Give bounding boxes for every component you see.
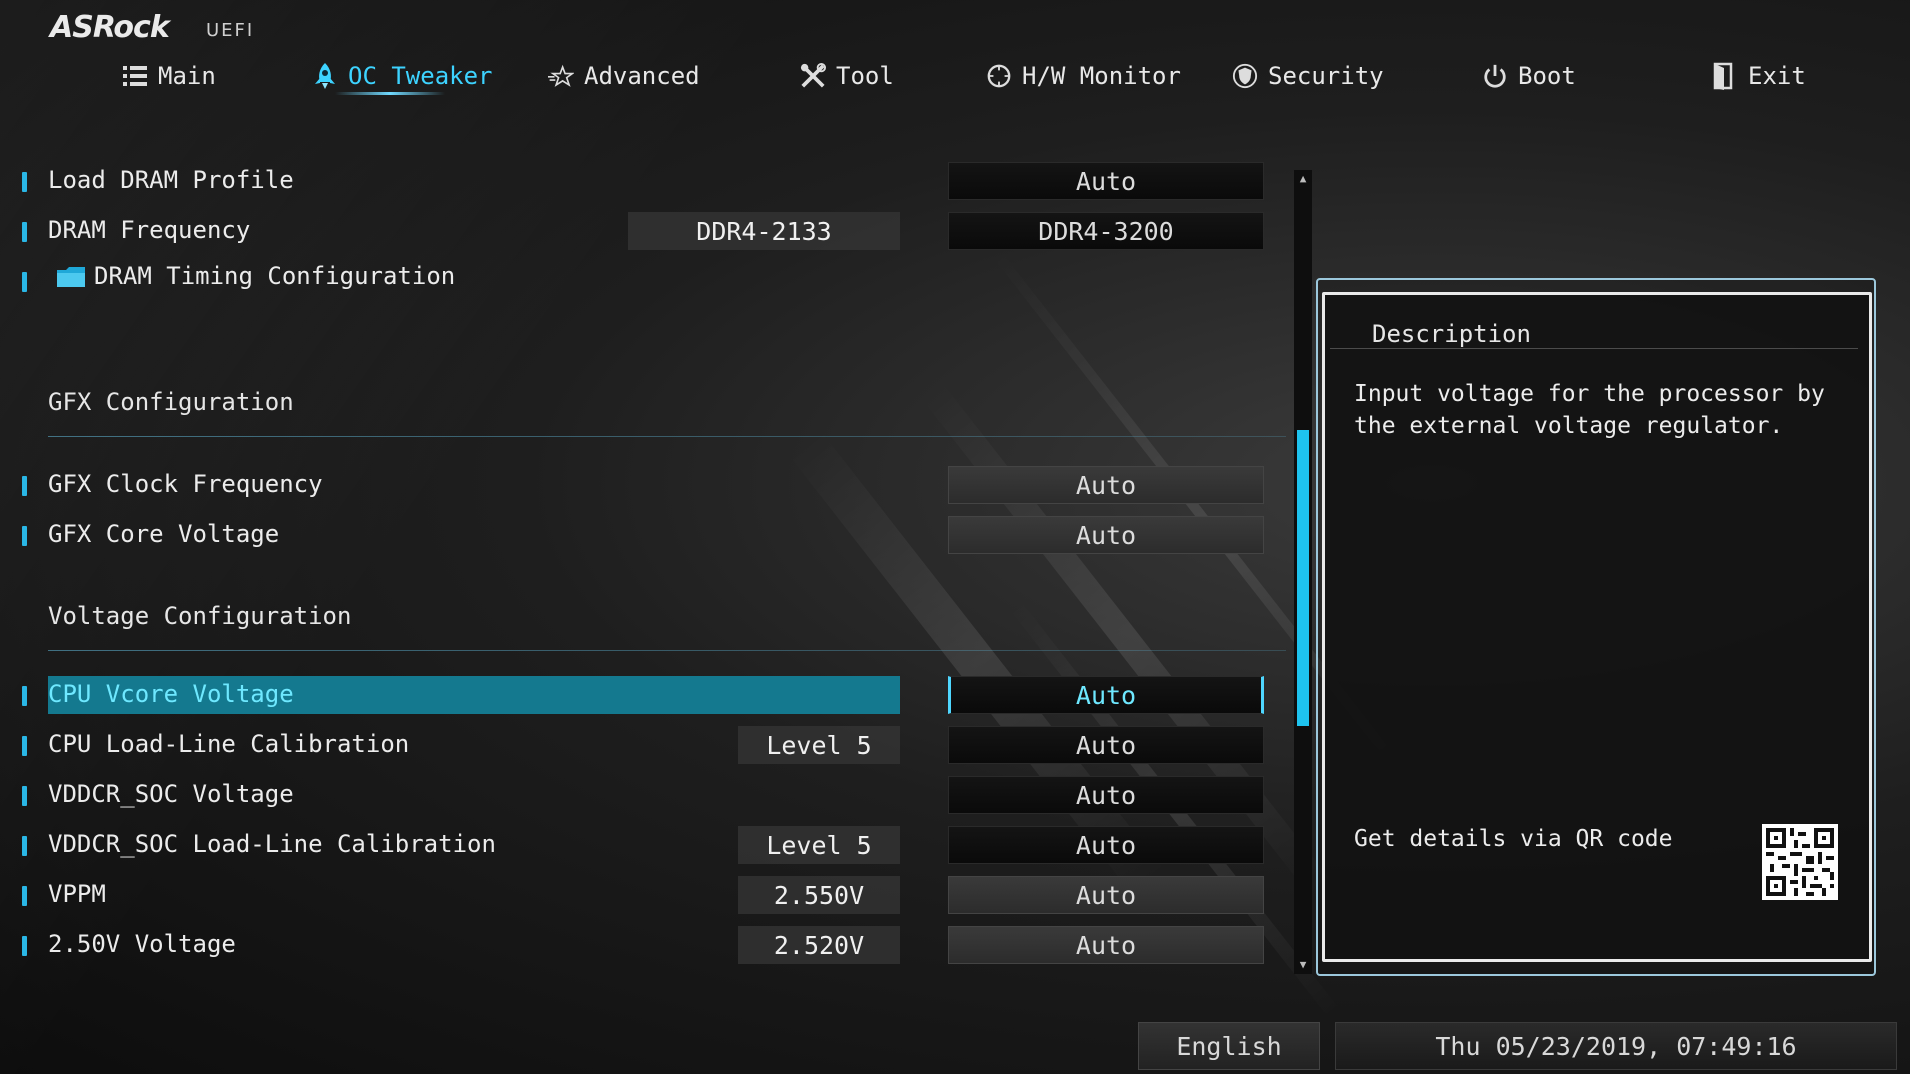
section-divider	[48, 436, 1286, 437]
tab-hw-monitor[interactable]: H/W Monitor	[986, 58, 1181, 94]
uefi-label: UEFI	[206, 20, 255, 41]
asrock-logo: ASRock	[50, 10, 170, 45]
exit-icon	[1712, 62, 1738, 90]
tab-boot[interactable]: Boot	[1482, 58, 1576, 94]
setting-label: VDDCR_SOC Load-Line Calibration	[48, 830, 496, 858]
row-marker	[22, 526, 27, 546]
setting-label: CPU Vcore Voltage	[48, 680, 294, 708]
tab-security[interactable]: Security	[1232, 58, 1384, 94]
tab-oc-tweaker[interactable]: OC Tweaker	[312, 58, 493, 94]
setting-value-box[interactable]: Auto	[948, 826, 1264, 864]
current-value: Level 5	[738, 826, 900, 864]
setting-value-box[interactable]: Auto	[948, 726, 1264, 764]
row-marker	[22, 476, 27, 496]
folder-icon	[56, 266, 86, 288]
setting-label: Load DRAM Profile	[48, 166, 294, 194]
monitor-icon	[986, 63, 1012, 89]
row-marker	[22, 686, 27, 706]
section-divider	[48, 650, 1286, 651]
setting-value-box[interactable]: Auto	[948, 776, 1264, 814]
tab-oc-tweaker-label: OC Tweaker	[348, 62, 493, 90]
tools-icon	[800, 62, 826, 89]
row-marker	[22, 736, 27, 756]
current-value: Level 5	[738, 726, 900, 764]
tab-hw-monitor-label: H/W Monitor	[1022, 62, 1181, 90]
tab-exit[interactable]: Exit	[1712, 58, 1806, 94]
star-icon	[548, 63, 574, 89]
scrollbar-thumb[interactable]	[1297, 430, 1309, 726]
setting-gfx-core-voltage[interactable]: GFX Core Voltage Auto	[0, 516, 1270, 556]
qr-label: Get details via QR code	[1354, 826, 1673, 852]
setting-label: GFX Core Voltage	[48, 520, 280, 548]
tab-advanced-label: Advanced	[584, 62, 700, 90]
scroll-up-arrow-icon[interactable]: ▲	[1299, 172, 1307, 185]
row-marker	[22, 836, 27, 856]
rocket-icon	[312, 63, 338, 89]
setting-cpu-vcore-voltage[interactable]: CPU Vcore Voltage Auto	[0, 676, 1270, 716]
setting-label: 2.50V Voltage	[48, 930, 236, 958]
tab-exit-label: Exit	[1748, 62, 1806, 90]
setting-vddcr-soc-llc[interactable]: VDDCR_SOC Load-Line Calibration Level 5 …	[0, 826, 1270, 866]
submenu-label: DRAM Timing Configuration	[94, 262, 456, 290]
row-marker	[22, 786, 27, 806]
row-marker	[22, 936, 27, 956]
setting-label: VPPM	[48, 880, 106, 908]
tab-security-label: Security	[1268, 62, 1384, 90]
submenu-dram-timing[interactable]: DRAM Timing Configuration	[0, 258, 1270, 298]
current-value: DDR4-2133	[628, 212, 900, 250]
current-value: 2.550V	[738, 876, 900, 914]
tab-main-label: Main	[158, 62, 216, 90]
setting-label: VDDCR_SOC Voltage	[48, 780, 294, 808]
row-marker	[22, 272, 27, 292]
setting-dram-frequency[interactable]: DRAM Frequency DDR4-2133 DDR4-3200	[0, 212, 1270, 252]
tab-tool-label: Tool	[836, 62, 894, 90]
setting-cpu-load-line-calibration[interactable]: CPU Load-Line Calibration Level 5 Auto	[0, 726, 1270, 766]
setting-gfx-clock-frequency[interactable]: GFX Clock Frequency Auto	[0, 466, 1270, 506]
description-text: Input voltage for the processor by the e…	[1354, 381, 1825, 439]
setting-load-dram-profile[interactable]: Load DRAM Profile Auto	[0, 162, 1270, 202]
selection-highlight	[48, 676, 900, 714]
setting-value-box[interactable]: Auto	[948, 676, 1264, 714]
list-icon	[122, 63, 148, 89]
row-marker	[22, 222, 27, 242]
system-datetime: Thu 05/23/2019, 07:49:16	[1335, 1022, 1897, 1070]
tab-boot-label: Boot	[1518, 62, 1576, 90]
scroll-down-arrow-icon[interactable]: ▼	[1299, 958, 1307, 971]
description-divider	[1330, 348, 1858, 349]
setting-vddcr-soc-voltage[interactable]: VDDCR_SOC Voltage Auto	[0, 776, 1270, 816]
row-marker	[22, 886, 27, 906]
current-value: 2.520V	[738, 926, 900, 964]
description-panel	[1322, 292, 1872, 962]
main-nav: Main OC Tweaker Advanced Tool H/W Monito…	[0, 50, 1910, 100]
setting-value-box[interactable]: Auto	[948, 516, 1264, 554]
shield-icon	[1232, 63, 1258, 89]
description-title: Description	[1372, 320, 1531, 348]
tab-main[interactable]: Main	[122, 58, 216, 94]
setting-value-box[interactable]: Auto	[948, 926, 1264, 964]
row-marker	[22, 172, 27, 192]
section-title-gfx: GFX Configuration	[48, 388, 294, 416]
setting-2-50v-voltage[interactable]: 2.50V Voltage 2.520V Auto	[0, 926, 1270, 966]
language-selector[interactable]: English	[1138, 1022, 1320, 1070]
setting-vppm[interactable]: VPPM 2.550V Auto	[0, 876, 1270, 916]
submenu-label-wrap: DRAM Timing Configuration	[56, 262, 455, 290]
setting-value-box[interactable]: Auto	[948, 876, 1264, 914]
tab-tool[interactable]: Tool	[800, 58, 894, 94]
setting-value-box[interactable]: DDR4-3200	[948, 212, 1264, 250]
qr-code-icon	[1762, 824, 1838, 900]
power-icon	[1482, 63, 1508, 89]
setting-value-box[interactable]: Auto	[948, 466, 1264, 504]
tab-advanced[interactable]: Advanced	[548, 58, 700, 94]
setting-value-box[interactable]: Auto	[948, 162, 1264, 200]
setting-label: DRAM Frequency	[48, 216, 251, 244]
section-title-voltage: Voltage Configuration	[48, 602, 352, 630]
setting-label: GFX Clock Frequency	[48, 470, 323, 498]
active-tab-underline	[335, 92, 445, 95]
setting-label: CPU Load-Line Calibration	[48, 730, 410, 758]
